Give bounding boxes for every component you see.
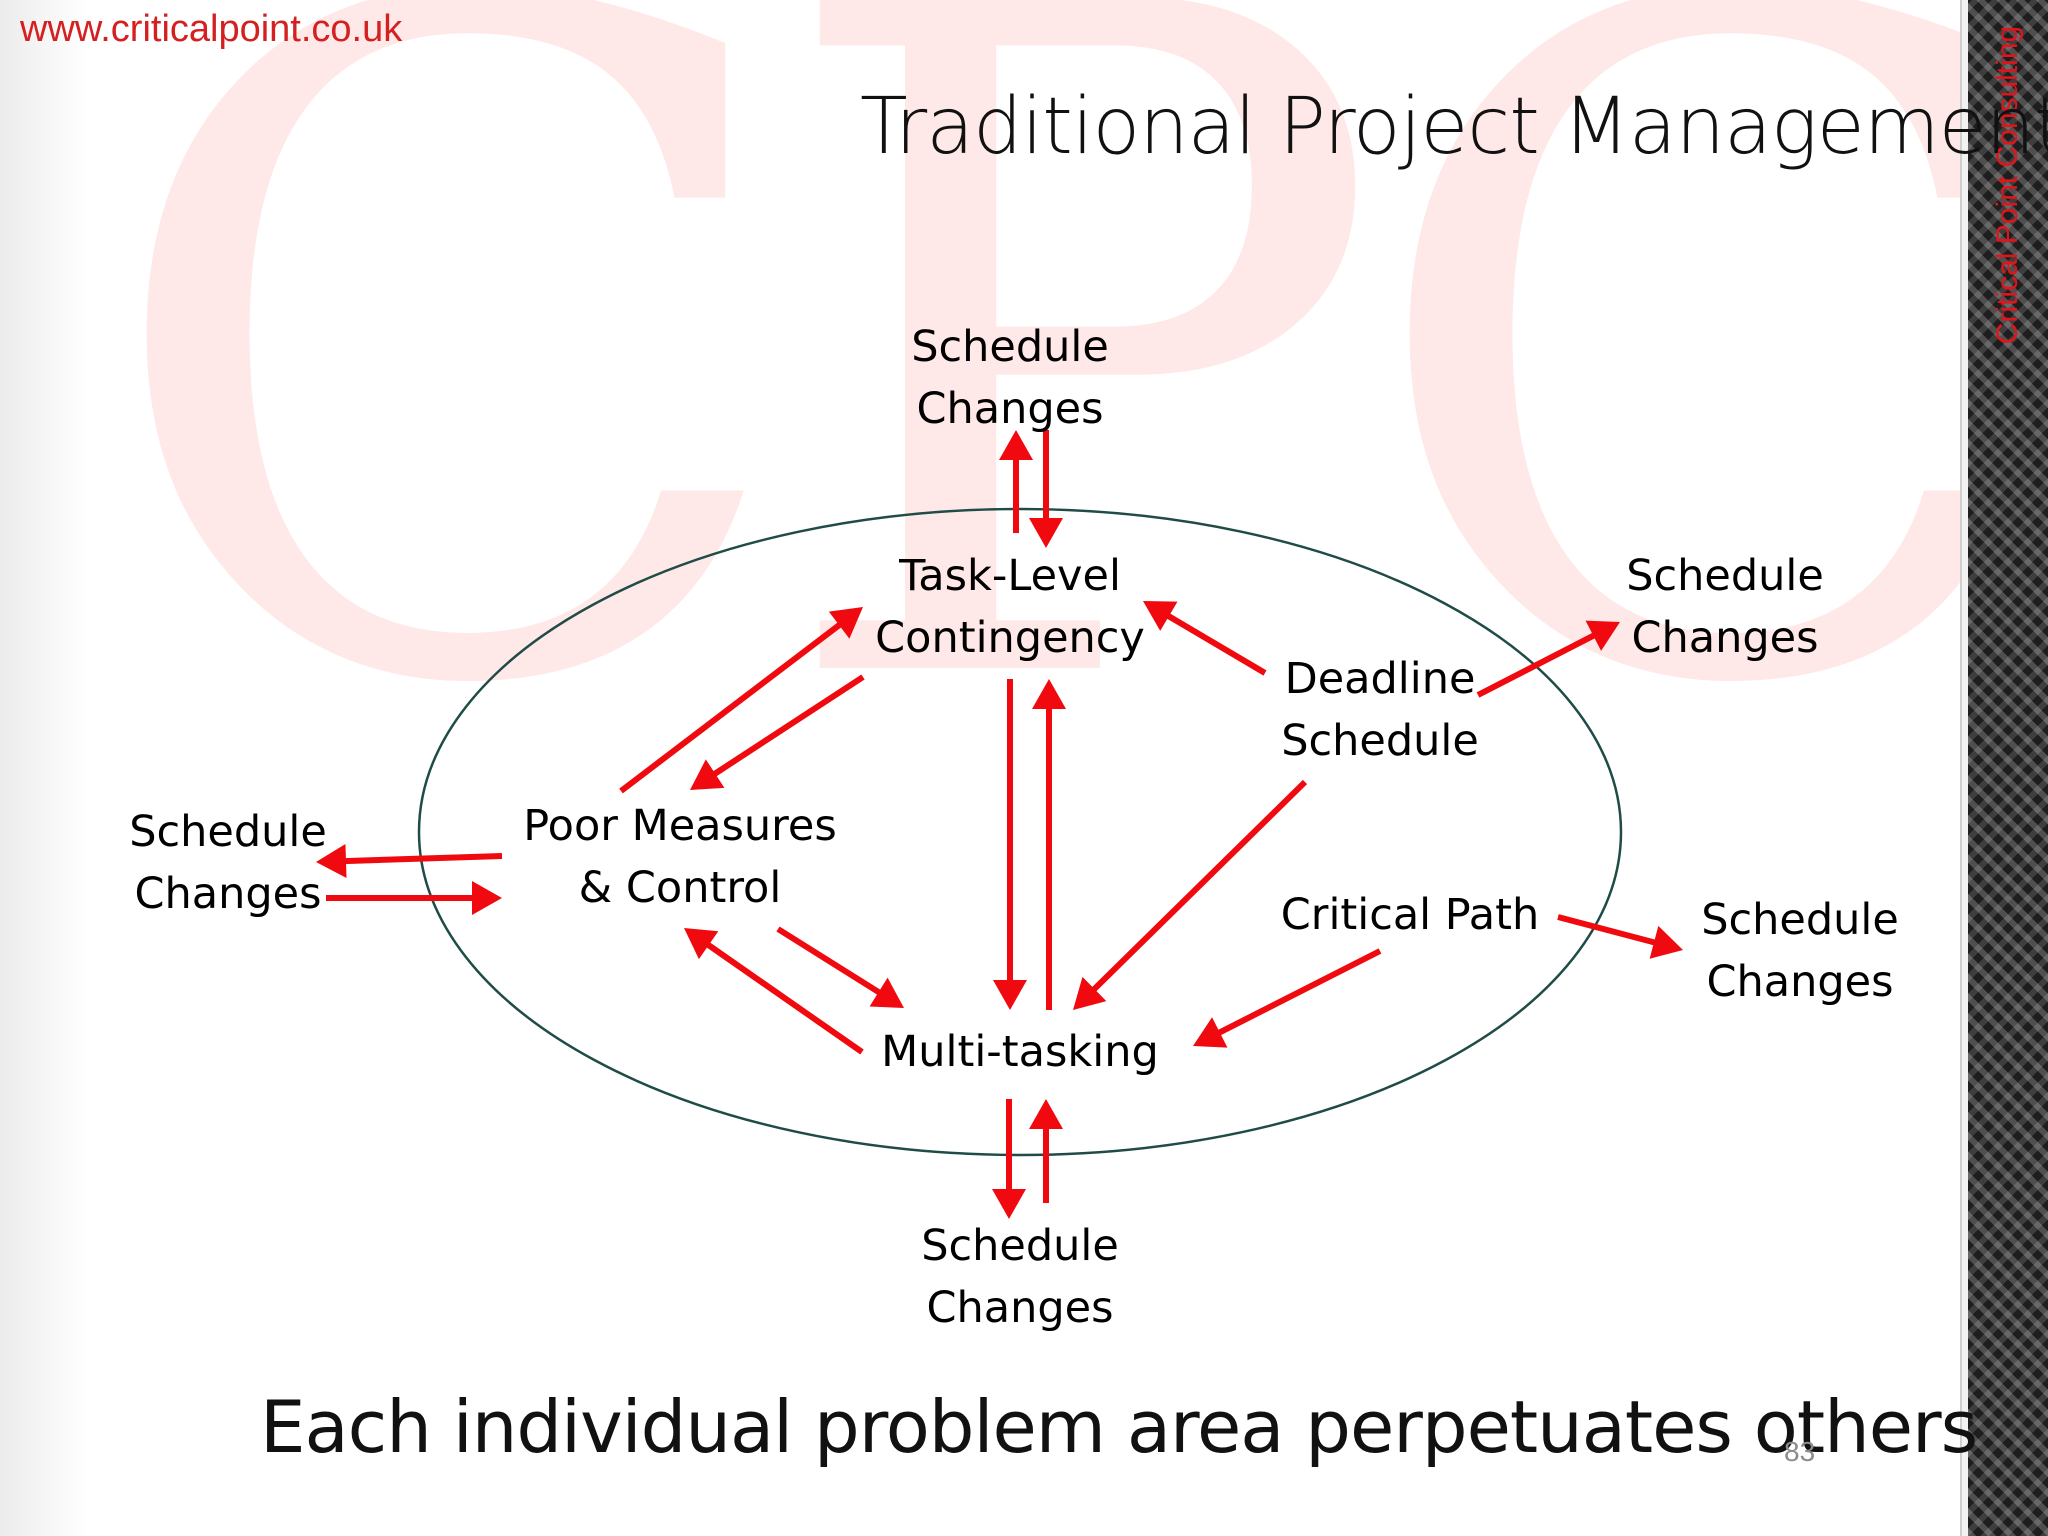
arrow-head [690, 759, 725, 790]
arrow-poor-to-sc-left [316, 844, 503, 879]
arrow-head [1032, 679, 1066, 709]
arrow-multi-to-poor [684, 928, 864, 1055]
arrow-head [1585, 620, 1620, 651]
left-gradient-band [0, 0, 90, 1536]
arrow-deadline-to-sc-right [1476, 620, 1620, 698]
arrow-head [1029, 1099, 1063, 1129]
node-schedule-changes-top: Schedule Changes [900, 316, 1120, 440]
cycle-ellipse [417, 507, 1623, 1157]
node-line: Schedule [921, 1221, 1119, 1271]
arrow-shaft [776, 926, 882, 996]
site-url-link[interactable]: www.criticalpoint.co.uk [20, 8, 403, 50]
node-line: Task-Level [899, 551, 1121, 601]
node-multi-tasking: Multi-tasking [870, 1021, 1170, 1083]
side-strip-edge [1960, 0, 1970, 1536]
arrow-head [999, 430, 1033, 460]
arrow-shaft [1216, 948, 1382, 1036]
arrow-deadline-to-multi [1073, 779, 1308, 1010]
slide-caption: Each individual problem area perpetuates… [260, 1385, 1978, 1469]
node-line: & Control [578, 863, 782, 913]
arrow-critical-to-sc-right [1557, 914, 1683, 959]
arrow-critical-to-multi [1193, 948, 1382, 1048]
node-line: Contingency [875, 613, 1145, 663]
arrow-head [1029, 518, 1063, 548]
node-poor-measures-control: Poor Measures & Control [505, 795, 855, 919]
arrow-deadline-to-task [1143, 601, 1267, 676]
node-task-level-contingency: Task-Level Contingency [860, 545, 1160, 669]
arrow-task-to-sc-top [999, 430, 1033, 533]
node-line: Changes [1706, 957, 1894, 1007]
arrow-head [1193, 1017, 1228, 1048]
arrow-head [993, 980, 1027, 1010]
node-critical-path: Critical Path [1270, 884, 1550, 946]
arrow-shaft [1557, 914, 1657, 946]
node-line: Schedule [1281, 716, 1479, 766]
node-schedule-changes-left: Schedule Changes [118, 801, 338, 925]
node-line: Changes [1631, 613, 1819, 663]
node-line: Critical Path [1280, 890, 1540, 940]
arrow-shaft [1165, 612, 1267, 676]
arrow-multi-to-sc-bottom [992, 1099, 1026, 1219]
node-line: Schedule [1701, 895, 1899, 945]
arrow-group [316, 430, 1683, 1219]
cpc-watermark: CPC [95, 0, 2048, 885]
node-line: Schedule [911, 322, 1109, 372]
node-deadline-schedule: Deadline Schedule [1265, 648, 1495, 772]
arrow-sc-top-to-task [1029, 430, 1063, 548]
arrow-head [1073, 976, 1107, 1010]
node-line: Changes [134, 869, 322, 919]
side-pattern-strip [1968, 0, 2048, 1536]
arrow-head [472, 881, 502, 915]
node-line: Poor Measures [523, 801, 837, 851]
slide-title: Traditional Project Management [860, 82, 2048, 172]
arrow-head [684, 928, 719, 960]
node-schedule-changes-right-upper: Schedule Changes [1615, 545, 1835, 669]
arrow-head [1649, 925, 1683, 959]
arrow-shaft [1090, 779, 1308, 993]
arrow-multi-to-task [1032, 679, 1066, 1010]
arrow-task-to-poor [690, 674, 865, 790]
arrow-shaft [619, 621, 843, 794]
node-line: Deadline [1284, 654, 1476, 704]
arrow-shaft [711, 674, 865, 778]
node-line: Schedule [1626, 551, 1824, 601]
arrow-head [828, 607, 863, 639]
node-line: Changes [926, 1283, 1114, 1333]
arrow-shaft [343, 853, 503, 865]
arrow-sc-bottom-to-multi [1029, 1099, 1063, 1203]
arrow-poor-to-task [619, 607, 863, 794]
node-line: Multi-tasking [881, 1027, 1159, 1077]
arrow-shaft [1476, 632, 1597, 698]
arrow-sc-left-to-poor [326, 881, 502, 915]
node-schedule-changes-right-lower: Schedule Changes [1690, 889, 1910, 1013]
node-line: Schedule [129, 807, 327, 857]
arrow-head [992, 1189, 1026, 1219]
node-line: Changes [916, 384, 1104, 434]
node-schedule-changes-bottom: Schedule Changes [910, 1215, 1130, 1339]
arrow-poor-to-multi [776, 926, 904, 1008]
arrow-head [316, 844, 347, 879]
arrow-task-to-multi [993, 679, 1027, 1010]
arrow-head [869, 977, 904, 1008]
page-number: 83 [1784, 1436, 1816, 1467]
arrow-head [1143, 601, 1178, 631]
arrow-shaft [705, 941, 864, 1055]
